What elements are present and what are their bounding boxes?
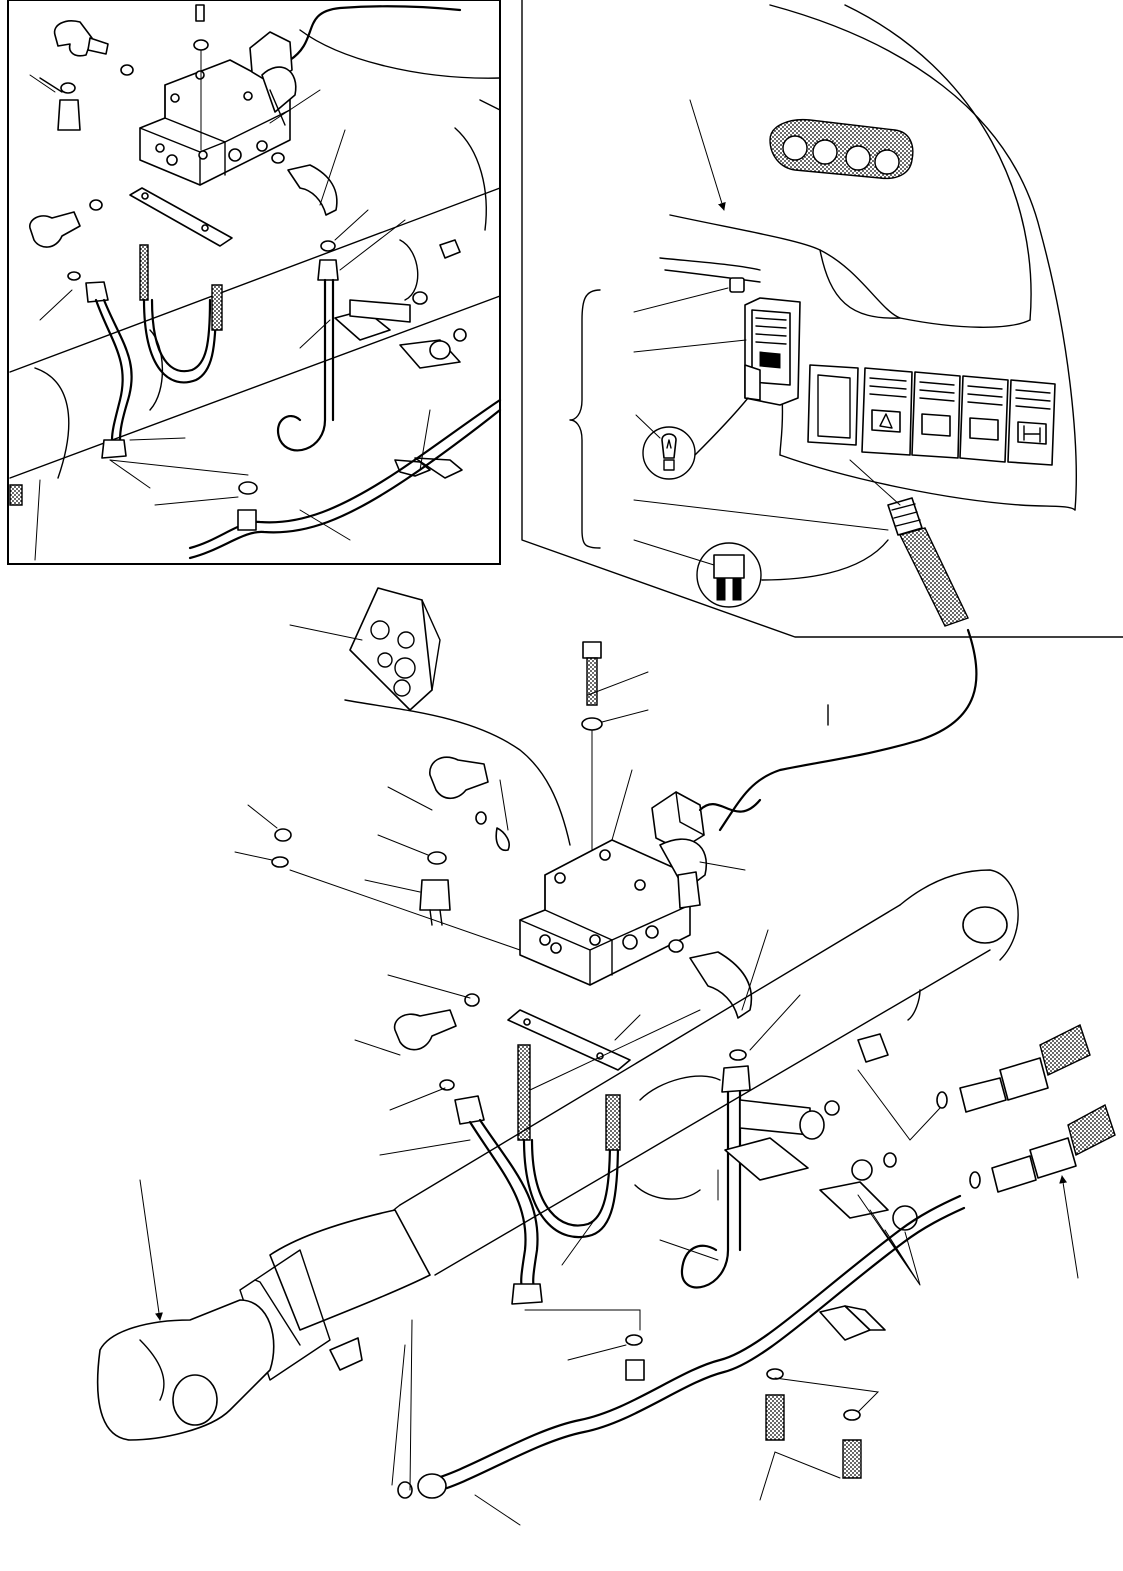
inset-right-switch-panel	[521, 0, 1123, 638]
quick-coupler-upper	[936, 1024, 1091, 1113]
switch-harness-connector	[849, 459, 969, 627]
rocker-switch-main	[744, 297, 801, 406]
indicator-lamp-strip	[769, 118, 914, 180]
main-assembly	[96, 587, 1116, 1526]
hydraulic-cylinder	[96, 869, 1019, 1441]
switch-row	[807, 364, 1056, 466]
clamp-assembly	[724, 1099, 918, 1341]
seal-kit-icon	[349, 587, 441, 711]
arrow-icon	[689, 99, 726, 211]
arrow-icon	[1059, 1175, 1079, 1279]
valve-block-main	[519, 839, 691, 986]
valve-block-inset	[139, 59, 291, 186]
inset-left-valve-detail	[7, 0, 502, 565]
fuse-icon	[696, 542, 762, 608]
arrow-icon	[139, 1179, 163, 1321]
bulb-icon	[642, 426, 696, 480]
cylinder-outline	[9, 187, 501, 373]
quick-coupler-lower	[969, 1103, 1116, 1193]
switch-cap-icon	[729, 277, 745, 293]
